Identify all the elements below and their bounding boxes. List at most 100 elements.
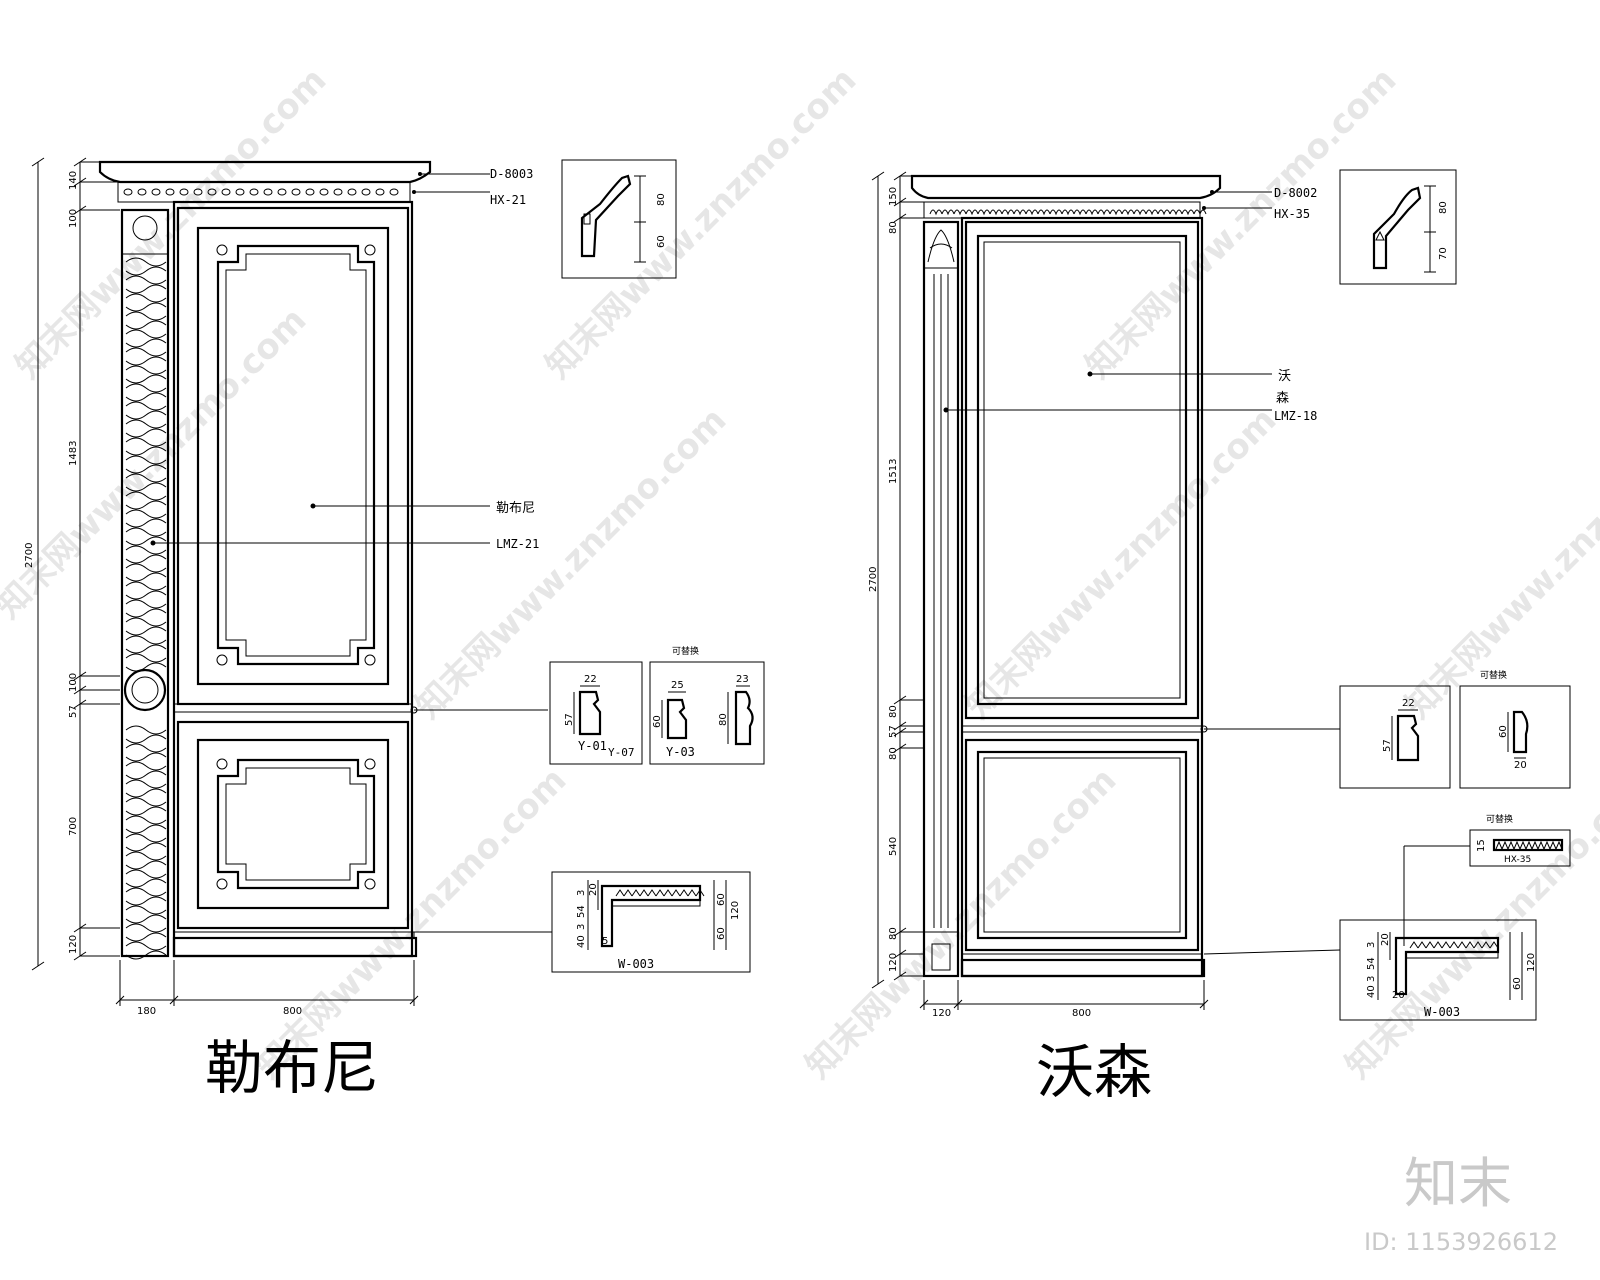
carving-wave — [125, 743, 167, 753]
carving-wave — [125, 806, 167, 816]
detail-box — [551, 871, 751, 973]
leader-dot — [1210, 190, 1214, 194]
upper-panel-raised — [976, 234, 1188, 706]
frieze-ornament — [929, 209, 1207, 216]
leader-dot — [418, 172, 422, 176]
carving-wave — [125, 626, 167, 636]
frieze-oval — [179, 188, 189, 196]
base-dentil — [695, 889, 705, 897]
right-frieze-alternative: 可替换 15 HX-35 — [1403, 813, 1571, 946]
detail-dim: 57 — [1382, 739, 1393, 752]
dim-lower-panel: 700 — [68, 817, 79, 836]
carving-wave — [125, 851, 167, 861]
leader-dot — [943, 407, 949, 413]
upper-panel-moulding-inner — [225, 253, 367, 657]
carving-wave — [125, 356, 167, 366]
carving-wave — [125, 266, 167, 276]
panel-code-tag: LMZ-18 — [1274, 409, 1317, 423]
base-dentil — [1425, 941, 1435, 949]
frieze-alt-code: HX-35 — [1504, 855, 1531, 865]
frieze-scroll — [989, 209, 1003, 216]
skirting-board — [960, 958, 1206, 978]
detail-dim: 60 — [652, 715, 663, 728]
detail-dim: 23 — [736, 674, 749, 685]
base-dentil — [615, 889, 625, 897]
carving-wave — [125, 887, 167, 897]
overall-height: 2700 — [868, 567, 879, 592]
detail-dim: 25 — [671, 680, 684, 691]
left-moulding-detail: 22 57 Y-01 Y-07 可替换 25 60 Y-03 23 80 — [549, 645, 765, 765]
moulding-profile — [578, 690, 602, 736]
carving-wave — [125, 941, 167, 951]
carving-wave — [125, 275, 167, 285]
carving-wave — [125, 563, 167, 573]
leader-dot — [1087, 371, 1093, 377]
detail-dim: 3 — [1366, 942, 1377, 948]
detail-box — [1459, 685, 1571, 789]
carving-wave — [125, 779, 167, 789]
dim-pilaster-width: 180 — [137, 1006, 156, 1017]
carving-wave — [125, 482, 167, 492]
base-ornament — [615, 889, 705, 897]
carving-wave — [125, 509, 167, 519]
detail-dim: 60 — [656, 235, 667, 248]
base-dentil — [1481, 941, 1491, 949]
watermark: 知末网www.znzmo.com — [1078, 60, 1404, 386]
detail-box — [1339, 919, 1537, 1021]
carving-wave — [125, 923, 167, 933]
detail-dim: 15 — [1476, 839, 1487, 852]
corner-rosette — [364, 244, 376, 256]
dim-cornice: 150 — [888, 187, 899, 206]
carving-wave — [125, 842, 167, 852]
watermark: 知末网www.znzmo.com — [958, 400, 1284, 726]
frieze-oval — [333, 188, 343, 196]
panel-name-tag: 沃 — [1278, 369, 1291, 384]
pilaster-medallion — [123, 668, 167, 712]
frieze-scroll — [1025, 209, 1039, 216]
detail-dim: 40 — [1366, 985, 1377, 998]
carving-wave — [125, 869, 167, 879]
carving-wave — [125, 662, 167, 672]
detail-dim: 3 — [576, 924, 587, 930]
pilaster-carving — [125, 257, 167, 960]
moulding-profile — [1512, 710, 1529, 754]
base-dentil — [663, 889, 673, 897]
frieze-dentil — [1549, 840, 1557, 850]
pilaster-plinth — [931, 943, 951, 971]
cornice — [98, 160, 432, 184]
dim-mid-moulding: 57 — [68, 705, 79, 718]
carving-wave — [125, 257, 167, 267]
carving-wave — [125, 635, 167, 645]
pilaster-capital — [121, 209, 169, 255]
carving-wave — [125, 293, 167, 303]
base-dentil — [1417, 941, 1427, 949]
cornice-tag: D-8003 — [490, 167, 533, 181]
profile-insert — [583, 213, 591, 225]
right-moulding-detail: 22 57 可替换 60 20 — [1339, 669, 1571, 789]
carving-wave — [125, 383, 167, 393]
carving-wave — [125, 599, 167, 609]
frieze-band — [923, 201, 1201, 219]
lower-panel-raised — [976, 750, 1188, 940]
corner-rosette — [364, 878, 376, 890]
frieze-scroll — [1133, 209, 1147, 216]
frieze-oval — [291, 188, 301, 196]
dim-door-width: 800 — [1072, 1008, 1091, 1019]
carving-wave — [125, 914, 167, 924]
frieze-scroll — [1013, 209, 1027, 216]
corner-rosette — [364, 654, 376, 666]
carving-wave — [125, 536, 167, 546]
frieze-oval — [235, 188, 245, 196]
carving-wave — [125, 437, 167, 447]
corner-rosette — [364, 758, 376, 770]
door-title: 沃森 — [1036, 1038, 1152, 1106]
corner-rosette — [216, 654, 228, 666]
frieze-tag: HX-21 — [490, 193, 526, 207]
detail-dim: 22 — [1402, 698, 1415, 709]
frieze-dentil — [1525, 840, 1533, 850]
dim-door-width: 800 — [283, 1006, 302, 1017]
frieze-scroll — [977, 209, 991, 216]
brand-logo: 知末 — [1404, 1152, 1512, 1215]
base-profile-band — [1406, 951, 1499, 959]
lower-panel-outer — [964, 738, 1200, 952]
